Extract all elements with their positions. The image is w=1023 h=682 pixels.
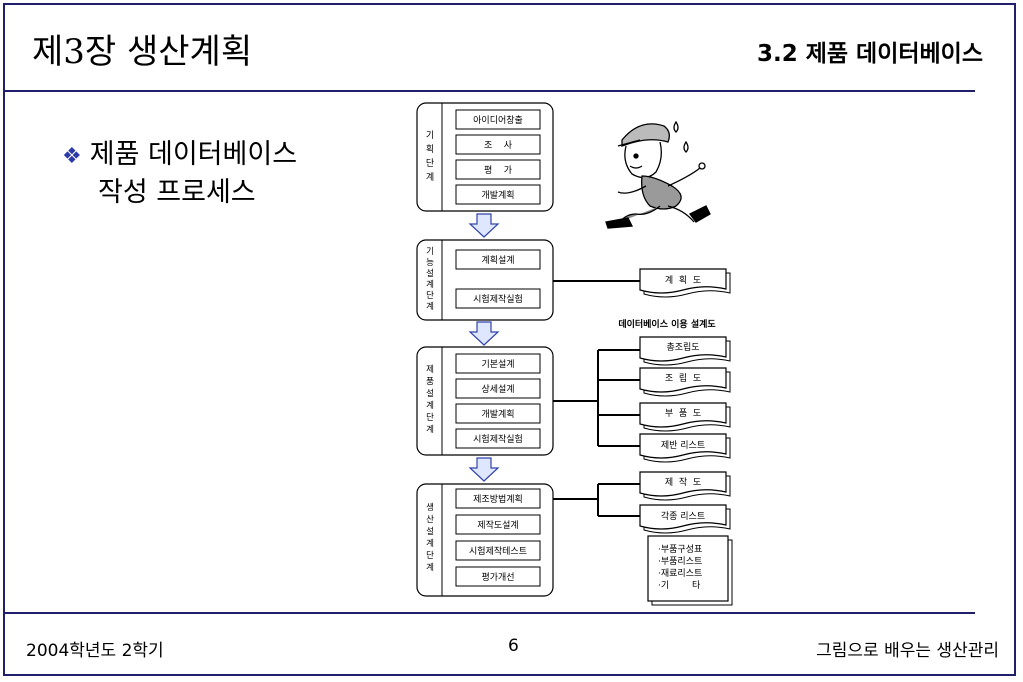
stage-label-char: 기: [426, 130, 434, 141]
doc-parts: 부 품 도: [639, 402, 731, 432]
doc-assembly: 조 립 도: [639, 367, 731, 397]
list-item: ·재료리스트: [658, 568, 702, 579]
doc-label: 조 립 도: [665, 373, 701, 384]
doc-production: 제 작 도: [639, 471, 731, 501]
stage-production-design: 생 산 설 계 단 계 제조방법계획 제작도설계 시험제작테스트 평가개선: [416, 483, 554, 597]
step-box: [455, 249, 541, 270]
bullet-line-2: 작성 프로세스: [98, 177, 256, 208]
stage-label-char: 계: [426, 279, 434, 290]
step-label: 제작도설계: [477, 519, 518, 531]
list-item: ·부품리스트: [658, 556, 702, 567]
doc-label: 제반 리스트: [661, 440, 705, 451]
step-box: [455, 514, 541, 535]
stage-product-design: 제 품 설 계 단 계 기본설계 상세설계 개발계획 시험제작실험: [416, 346, 554, 456]
step-box: [455, 428, 541, 449]
stage-label-char: 능: [426, 258, 434, 268]
stage-label-char: 단: [426, 158, 434, 169]
doc-various-list: 각종 리스트: [639, 504, 731, 534]
step-box: [455, 403, 541, 424]
footer-semester: 2004학년도 2학기: [26, 641, 164, 661]
step-box: [455, 288, 541, 309]
stage-label-char: 제: [426, 365, 434, 375]
step-label: 계획설계: [481, 254, 514, 266]
stage-label-char: 품: [426, 377, 434, 387]
stage-label-char: 기: [426, 247, 434, 257]
stage-label-char: 계: [426, 301, 434, 312]
chapter-title: 제3장 생산계획: [32, 32, 253, 72]
down-arrow-icon: [468, 213, 500, 238]
connector-lines: [553, 280, 640, 517]
stage-label-char: 획: [426, 143, 434, 155]
running-worker-icon: [605, 120, 711, 229]
section-title: 3.2 제품 데이터베이스: [756, 41, 983, 67]
step-label: 시험제작테스트: [469, 546, 527, 557]
stage-label-char: 산: [426, 514, 434, 525]
stage-label-char: 단: [426, 290, 434, 301]
doc-misc-list: 제반 리스트: [639, 433, 731, 463]
slide-frame: [3, 3, 1016, 676]
doc-label: 제 작 도: [665, 477, 701, 488]
stage-label-char: 단: [426, 412, 434, 423]
step-label: 제조방법계획: [473, 493, 523, 505]
step-box: [455, 184, 541, 205]
diamond-bullet-icon: ❖: [62, 144, 82, 169]
footer-rule: [5, 612, 975, 614]
step-label: 개발계획: [481, 408, 514, 420]
list-item: ·기 타: [658, 580, 701, 591]
step-label: 기본설계: [481, 358, 514, 370]
step-label: 조 사: [484, 140, 513, 151]
doc-assembly-total: 총조립도: [639, 336, 731, 366]
list-item: ·부품구성표: [658, 544, 702, 555]
bullet-line-1: 제품 데이터베이스: [89, 139, 298, 170]
step-box: [455, 353, 541, 374]
stage-planning: 기 획 단 계 아이디어창출 조 사 평 가 개발계획: [416, 102, 554, 212]
stage-label-char: 단: [426, 550, 434, 561]
stage-label-char: 계: [426, 562, 434, 573]
stage-label-char: 설: [426, 388, 434, 399]
step-box: [455, 109, 541, 130]
stage-label-char: 계: [426, 171, 434, 183]
step-label: 시험제작실험: [473, 294, 523, 305]
stage-function-design: 기 능 설 계 단 계 계획설계 시험제작실험: [416, 239, 554, 321]
page-number: 6: [508, 636, 519, 656]
step-box: [455, 134, 541, 155]
step-label: 아이디어창출: [473, 115, 523, 126]
stage-label-char: 설: [426, 268, 434, 279]
step-box: [455, 378, 541, 399]
stage-label-char: 계: [426, 424, 434, 435]
stage-label-char: 설: [426, 526, 434, 537]
doc-label: 계 획 도: [665, 274, 701, 286]
step-box: [455, 159, 541, 180]
step-box: [455, 566, 541, 587]
doc-plan: 계 획 도: [639, 268, 731, 298]
step-box: [455, 488, 541, 509]
step-label: 개발계획: [481, 189, 514, 201]
step-label: 평 가: [484, 165, 512, 176]
list-detail-box: ·부품구성표 ·부품리스트 ·재료리스트 ·기 타: [647, 535, 733, 606]
stage-label-char: 계: [426, 538, 434, 549]
bullet-item: ❖ 제품 데이터베이스 작성 프로세스: [62, 137, 297, 211]
header-rule: [5, 90, 975, 92]
down-arrow-icon: [468, 321, 500, 346]
doc-label: 총조립도: [666, 342, 699, 353]
db-caption: 데이터베이스 이용 설계도: [618, 318, 716, 330]
doc-label: 각종 리스트: [661, 510, 705, 522]
step-label: 시험제작실험: [473, 434, 523, 445]
step-box: [455, 540, 541, 561]
step-label: 상세설계: [481, 383, 514, 395]
stage-box: [416, 102, 554, 212]
down-arrow-icon: [468, 457, 500, 482]
stage-label-char: 계: [426, 400, 434, 411]
doc-label: 부 품 도: [665, 408, 701, 419]
footer-course-title: 그림으로 배우는 생산관리: [816, 641, 999, 661]
step-label: 평가개선: [481, 572, 514, 583]
stage-label-char: 생: [426, 502, 434, 513]
